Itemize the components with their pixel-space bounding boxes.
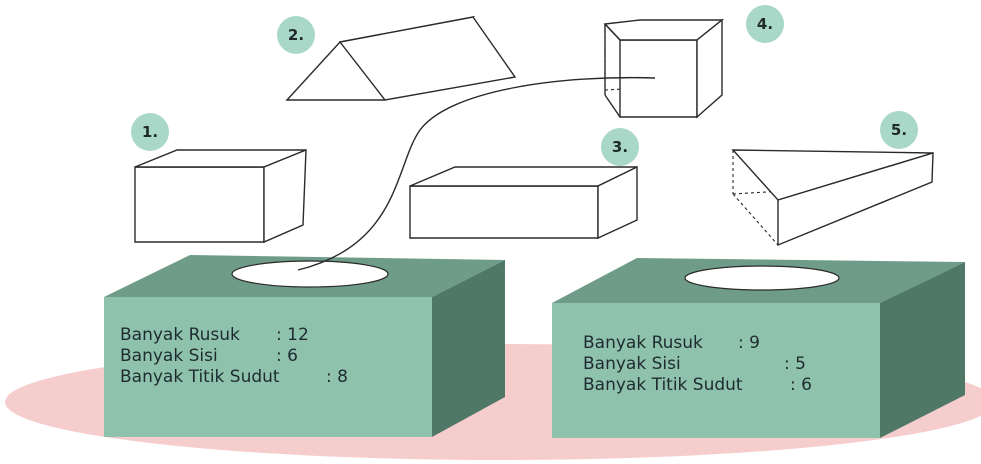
connector-curve <box>297 76 656 271</box>
box-right-slot <box>684 265 840 291</box>
box-right <box>552 258 965 438</box>
badge-1: 1. <box>131 113 169 151</box>
box-right-line-2-value: : 5 <box>784 354 806 374</box>
box-right-line-3-label: Banyak Titik Sudut <box>583 375 743 395</box>
badge-5-label: 5. <box>891 121 907 139</box>
shape-2-triangular-prism <box>285 15 517 101</box>
box-left-label: Banyak Rusuk : 12 Banyak Sisi : 6 Banyak… <box>120 325 348 387</box>
badge-2-label: 2. <box>288 26 304 44</box>
shape-1-cube <box>134 148 307 244</box>
box-right-line-3-value: : 6 <box>790 375 812 395</box>
box-left-line-1-value: : 12 <box>276 325 309 345</box>
box-left-line-3-value: : 8 <box>326 367 348 387</box>
box-left-line-1-label: Banyak Rusuk <box>120 325 240 345</box>
box-right-front <box>552 303 880 438</box>
box-left-side <box>432 260 505 437</box>
shape-5-triangular-prism <box>731 149 934 247</box>
shape-4-pentagonal-prism <box>603 18 724 119</box>
badge-2: 2. <box>277 16 315 54</box>
badge-3-label: 3. <box>612 138 628 156</box>
badge-5: 5. <box>880 111 918 149</box>
box-right-side <box>880 262 965 438</box>
badge-3: 3. <box>601 128 639 166</box>
box-left <box>104 255 505 437</box>
box-left-line-3-label: Banyak Titik Sudut <box>120 367 280 387</box>
box-right-line-2-label: Banyak Sisi <box>583 354 681 374</box>
badge-1-label: 1. <box>142 123 158 141</box>
box-left-line-2-label: Banyak Sisi <box>120 346 218 366</box>
badge-4-label: 4. <box>757 15 773 33</box>
shape-3-cuboid <box>409 165 638 240</box>
box-left-front <box>104 297 432 437</box>
box-left-slot <box>231 260 389 288</box>
badge-4: 4. <box>746 5 784 43</box>
box-right-line-1-value: : 9 <box>738 333 760 353</box>
box-left-line-2-value: : 6 <box>276 346 298 366</box>
box-right-label: Banyak Rusuk : 9 Banyak Sisi : 5 Banyak … <box>583 333 812 395</box>
box-right-line-1-label: Banyak Rusuk <box>583 333 703 353</box>
